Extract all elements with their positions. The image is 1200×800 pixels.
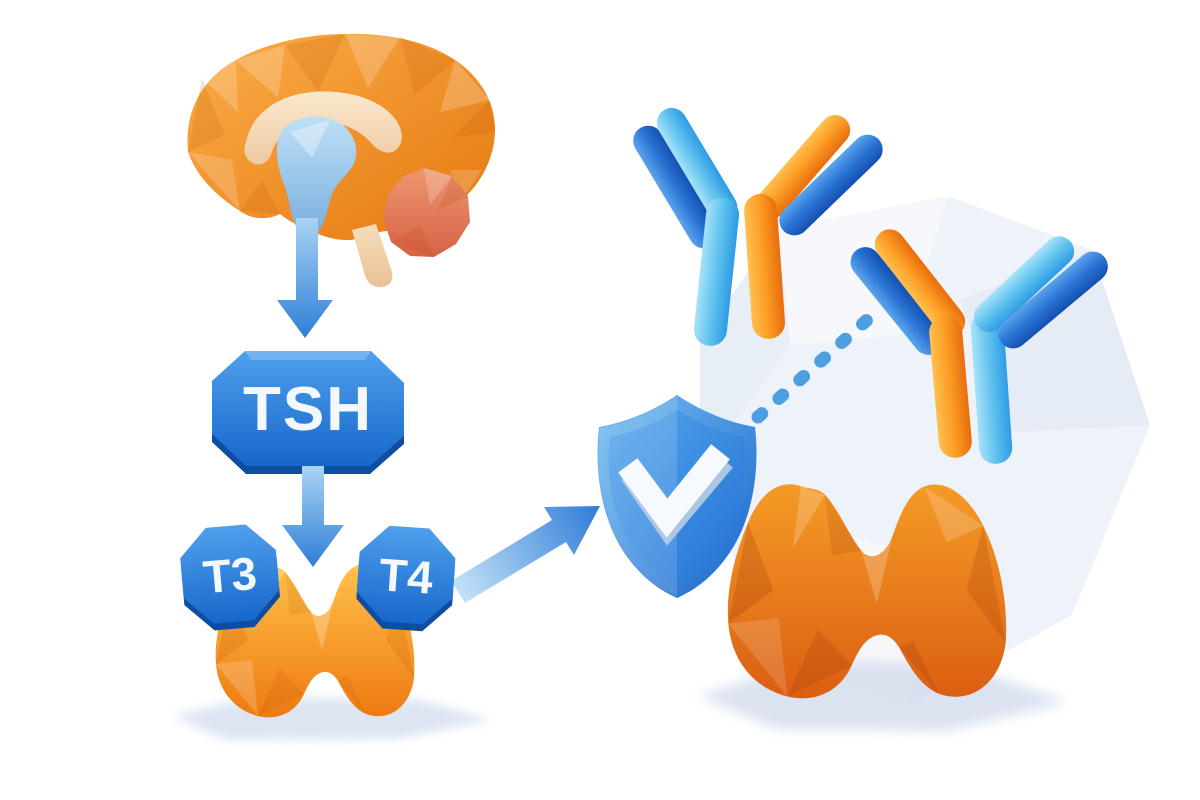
antibody-arm-dark <box>998 251 1108 349</box>
brainstem-pituitary <box>276 116 357 235</box>
antibody-arm-dark <box>633 125 719 249</box>
left-thyroid-shadow <box>172 697 492 740</box>
t3-badge-face <box>180 524 280 624</box>
arrow-down-brain-to-tsh-icon <box>277 218 333 338</box>
t4-label: T4 <box>377 548 435 604</box>
antibody-arm-dark <box>779 134 883 236</box>
tsh-label: TSH <box>243 375 373 444</box>
tsh-badge-bevel <box>245 351 371 360</box>
antibody-orange-icon <box>744 115 883 339</box>
antibody-stem-orange <box>744 194 785 339</box>
antibody-pair-top-icon <box>633 107 883 346</box>
thyroid-right-facets <box>728 486 1006 697</box>
antibody-lightblue-icon <box>633 107 740 346</box>
t3-label: T3 <box>201 547 259 603</box>
antibody-arm-light <box>973 236 1075 332</box>
antibody-lightblue-icon <box>970 236 1108 464</box>
antibody-pair-right-icon <box>850 229 1108 464</box>
thyroid-right-body <box>727 484 1007 699</box>
spinal-stem <box>352 224 393 288</box>
antibody-orange-icon <box>850 229 972 458</box>
antibody-arm-orange <box>874 229 966 337</box>
t4-badge: T4 <box>356 525 456 632</box>
antibody-stem-light <box>693 198 740 346</box>
antibody-arm-dark <box>850 247 944 355</box>
dashed-connector-line <box>751 305 883 424</box>
arrow-right-thyroid-to-shield-icon <box>451 506 600 603</box>
tsh-badge: TSH <box>212 351 404 474</box>
brain-facets <box>188 34 495 214</box>
cerebellum <box>383 168 470 257</box>
checkmark-icon <box>618 444 730 538</box>
shield-check-icon <box>597 395 757 598</box>
antibody-arm-light <box>656 107 738 223</box>
t3-badge: T3 <box>180 524 280 631</box>
cerebellum-facets <box>391 168 468 257</box>
t4-badge-face <box>356 525 456 625</box>
arrow-down-tsh-to-thyroid-icon <box>282 466 344 567</box>
antibody-stem-orange <box>929 316 972 458</box>
brain-icon <box>187 33 496 288</box>
corpus-callosum <box>244 91 402 165</box>
thyroid-right-icon <box>727 484 1007 699</box>
antibody-arm-orange <box>755 115 851 219</box>
brainstem-highlight <box>290 120 330 158</box>
tsh-badge-face <box>212 351 404 466</box>
antibody-stem-light <box>970 312 1013 464</box>
